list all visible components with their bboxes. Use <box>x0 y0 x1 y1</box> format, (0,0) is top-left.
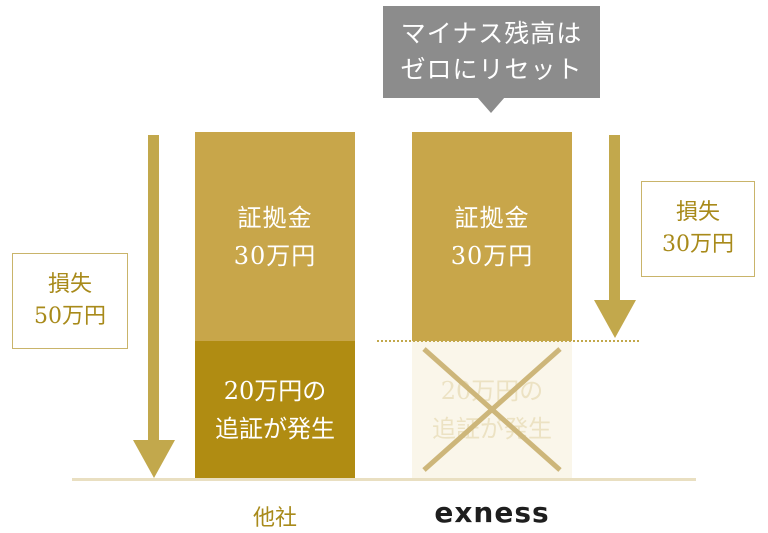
other-margin-call-bar: 20万円の 追証が発生 <box>195 341 355 478</box>
reset-callout: マイナス残高は ゼロにリセット <box>383 6 600 98</box>
left-loss-amount: 50万円 <box>34 304 106 329</box>
callout-line-1: マイナス残高は <box>400 19 583 48</box>
callout-tail <box>477 97 505 113</box>
baseline <box>72 478 696 481</box>
other-margin-call-amount: 20万円の <box>223 376 327 405</box>
exness-margin-bar: 証拠金 30万円 <box>412 132 572 341</box>
left-loss-arrow-head <box>133 440 175 478</box>
cross-mark-icon <box>422 347 562 472</box>
left-loss-arrow-shaft <box>148 135 159 441</box>
exness-margin-call-text: 追証が発生 <box>432 414 552 443</box>
left-loss-box: 損失 50万円 <box>12 253 128 349</box>
right-loss-arrow-head <box>594 300 636 338</box>
other-margin-label: 証拠金 <box>237 203 313 232</box>
exness-logo-label: exness <box>434 496 550 529</box>
callout-line-2: ゼロにリセット <box>400 55 583 84</box>
right-loss-label: 損失 <box>675 200 720 225</box>
left-loss-label: 損失 <box>47 272 92 297</box>
other-margin-amount: 30万円 <box>233 241 317 270</box>
exness-margin-label: 証拠金 <box>454 203 530 232</box>
right-loss-amount: 30万円 <box>662 232 734 257</box>
right-loss-arrow-shaft <box>609 135 620 301</box>
right-loss-box: 損失 30万円 <box>641 181 755 277</box>
other-company-label: 他社 <box>252 506 297 531</box>
exness-margin-amount: 30万円 <box>450 241 534 270</box>
other-margin-bar: 証拠金 30万円 <box>195 132 355 341</box>
zero-balance-dotted-line <box>377 340 639 342</box>
other-margin-call-text: 追証が発生 <box>215 414 335 443</box>
